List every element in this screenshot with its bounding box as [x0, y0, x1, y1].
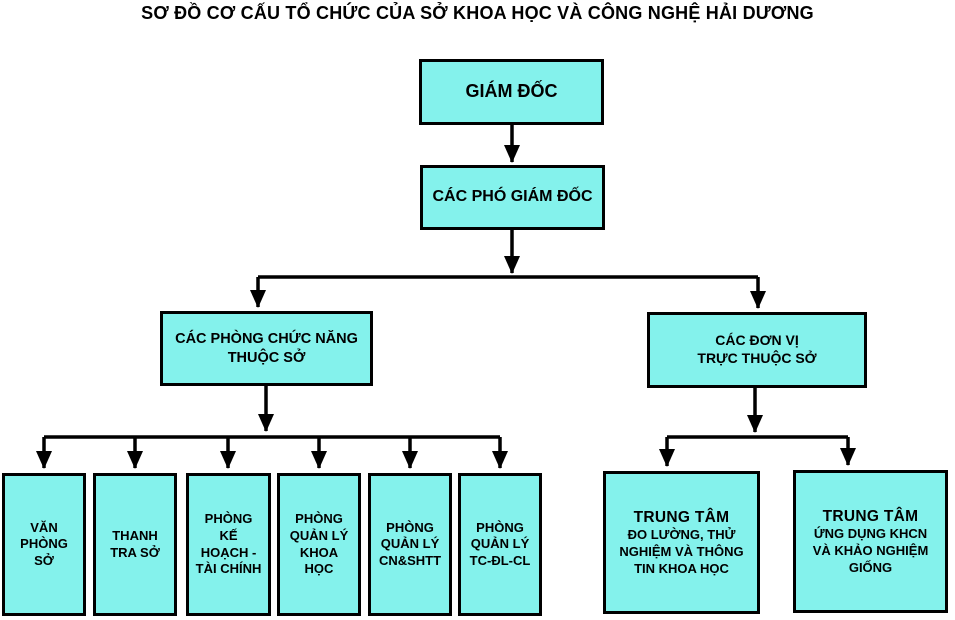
node-functional-departments-label: CÁC PHÒNG CHỨC NĂNG THUỘC SỞ: [175, 330, 358, 366]
node-tech-ip-management: PHÒNG QUẢN LÝ CN&SHTT: [368, 473, 452, 616]
node-center-application-title: TRUNG TÂM: [822, 507, 919, 525]
node-science-management-label: PHÒNG QUẢN LÝ KHOA HỌC: [289, 511, 349, 577]
node-deputy-directors-label: CÁC PHÓ GIÁM ĐỐC: [432, 188, 593, 206]
page-title: SƠ ĐỒ CƠ CẤU TỔ CHỨC CỦA SỞ KHOA HỌC VÀ …: [141, 3, 814, 23]
node-planning-finance: PHÒNG KẾ HOẠCH - TÀI CHÍNH: [186, 473, 271, 616]
node-affiliated-units: CÁC ĐƠN VỊ TRỰC THUỘC SỞ: [647, 312, 867, 388]
node-center-metrology-subtitle: ĐO LƯỜNG, THỬ NGHIỆM VÀ THÔNG TIN KHOA H…: [619, 527, 744, 576]
node-deputy-directors: CÁC PHÓ GIÁM ĐỐC: [420, 165, 605, 230]
node-tech-ip-management-label: PHÒNG QUẢN LÝ CN&SHTT: [378, 519, 442, 568]
node-functional-departments: CÁC PHÒNG CHỨC NĂNG THUỘC SỞ: [160, 311, 373, 386]
node-office-label: VĂN PHÒNG SỞ: [20, 519, 68, 568]
node-director: GIÁM ĐỐC: [419, 59, 604, 125]
node-standards-management: PHÒNG QUẢN LÝ TC-ĐL-CL: [458, 473, 542, 616]
node-office: VĂN PHÒNG SỞ: [2, 473, 86, 616]
node-science-management: PHÒNG QUẢN LÝ KHOA HỌC: [277, 473, 361, 616]
node-center-application: TRUNG TÂM ỨNG DỤNG KHCN VÀ KHẢO NGHIỆM G…: [793, 470, 948, 613]
node-director-label: GIÁM ĐỐC: [465, 81, 558, 102]
node-planning-finance-label: PHÒNG KẾ HOẠCH - TÀI CHÍNH: [195, 511, 262, 577]
node-center-application-subtitle: ỨNG DỤNG KHCN VÀ KHẢO NGHIỆM GIỐNG: [812, 526, 929, 575]
node-inspectorate-label: THANH TRA SỞ: [110, 527, 160, 560]
node-standards-management-label: PHÒNG QUẢN LÝ TC-ĐL-CL: [469, 519, 531, 568]
node-affiliated-units-label: CÁC ĐƠN VỊ TRỰC THUỘC SỞ: [697, 332, 817, 366]
node-center-metrology: TRUNG TÂM ĐO LƯỜNG, THỬ NGHIỆM VÀ THÔNG …: [603, 471, 760, 614]
node-center-metrology-title: TRUNG TÂM: [633, 508, 730, 526]
node-inspectorate: THANH TRA SỞ: [93, 473, 177, 616]
